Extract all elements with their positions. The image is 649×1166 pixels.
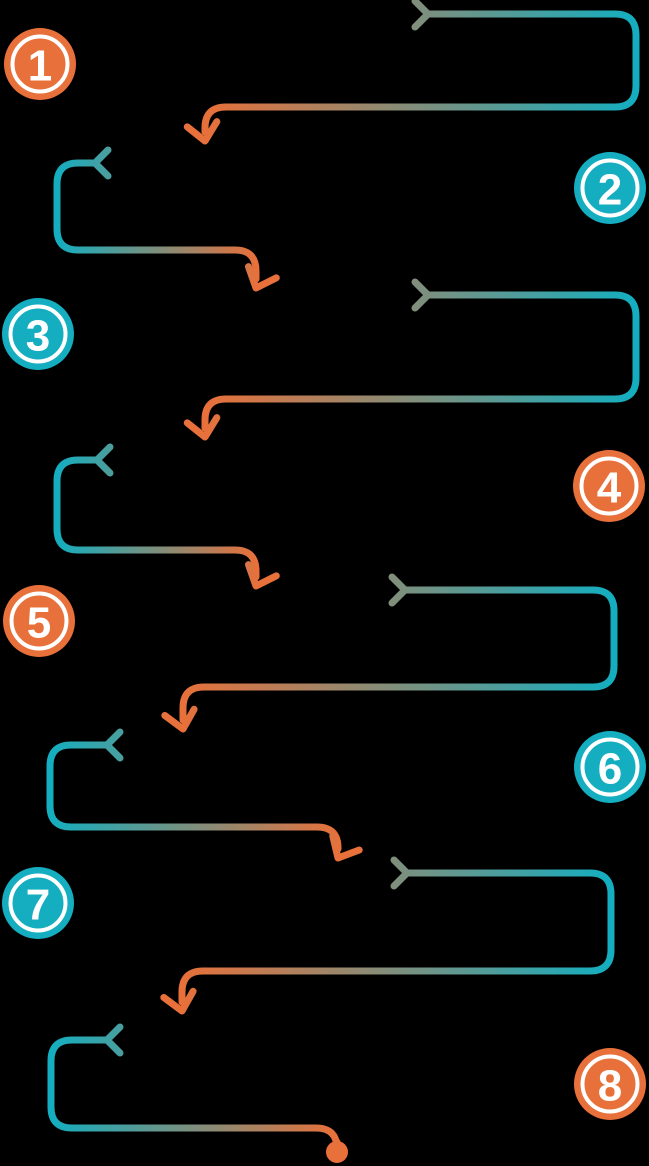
step-number: 3	[26, 312, 50, 361]
step-number: 4	[597, 464, 622, 513]
badge-disc	[574, 1048, 646, 1120]
step-badge-8: 8	[574, 1048, 646, 1120]
connector-line	[46, 741, 342, 853]
badge-disc	[573, 450, 645, 522]
step-badge-7: 7	[2, 867, 74, 939]
connector-line	[201, 291, 640, 432]
step-number: 2	[598, 166, 622, 215]
arrow-head-icon	[183, 118, 221, 145]
arrow-tail-icon	[411, 278, 432, 312]
step-badge-2: 2	[574, 152, 646, 224]
arrow-tail-icon	[91, 146, 112, 180]
badge-disc	[574, 731, 646, 803]
connector-5-6	[161, 573, 618, 733]
connector-line	[179, 586, 618, 724]
connector-line	[201, 10, 640, 136]
connector-7-8	[160, 856, 615, 1015]
step-badge-5: 5	[3, 585, 75, 657]
badge-disc	[574, 152, 646, 224]
connector-line	[53, 159, 260, 283]
badge-ring	[580, 737, 640, 797]
step-badge-3: 3	[2, 298, 74, 370]
step-number: 7	[26, 881, 50, 930]
arrow-head-icon	[244, 561, 280, 590]
connector-line	[47, 1036, 341, 1153]
badge-disc	[3, 585, 75, 657]
badge-ring	[8, 304, 68, 364]
connector-6-7	[46, 728, 363, 862]
badge-ring	[10, 34, 70, 94]
end-dot	[326, 1141, 348, 1163]
connector-3-4	[183, 278, 640, 441]
step-number: 6	[598, 745, 622, 794]
connector-line	[53, 456, 260, 581]
arrow-tail-icon	[388, 573, 409, 607]
badge-ring	[580, 158, 640, 218]
arrow-head-icon	[329, 832, 363, 862]
arrow-tail-icon	[390, 856, 411, 890]
connector-4-5	[53, 443, 280, 590]
badge-ring	[579, 456, 639, 516]
arrow-tail-icon	[411, 0, 432, 31]
connector-1-2	[183, 0, 640, 145]
badge-disc	[2, 298, 74, 370]
step-number: 1	[28, 42, 52, 91]
arrow-head-icon	[183, 414, 221, 441]
step-badge-1: 1	[4, 28, 76, 100]
step-badge-6: 6	[574, 731, 646, 803]
badge-disc	[2, 867, 74, 939]
arrow-head-icon	[244, 263, 280, 292]
badge-ring	[580, 1054, 640, 1114]
arrow-tail-icon	[93, 443, 114, 477]
step-badge-4: 4	[573, 450, 645, 522]
arrow-tail-icon	[103, 1023, 124, 1057]
badge-disc	[4, 28, 76, 100]
arrow-head-icon	[161, 705, 198, 733]
arrow-tail-icon	[103, 728, 124, 762]
connector-line	[178, 869, 615, 1006]
connector-2-3	[53, 146, 280, 292]
badge-ring	[8, 873, 68, 933]
arrow-head-icon	[160, 987, 197, 1015]
badge-ring	[9, 591, 69, 651]
connector-8-end	[47, 1023, 348, 1163]
step-number: 5	[27, 599, 51, 648]
step-number: 8	[598, 1062, 622, 1111]
